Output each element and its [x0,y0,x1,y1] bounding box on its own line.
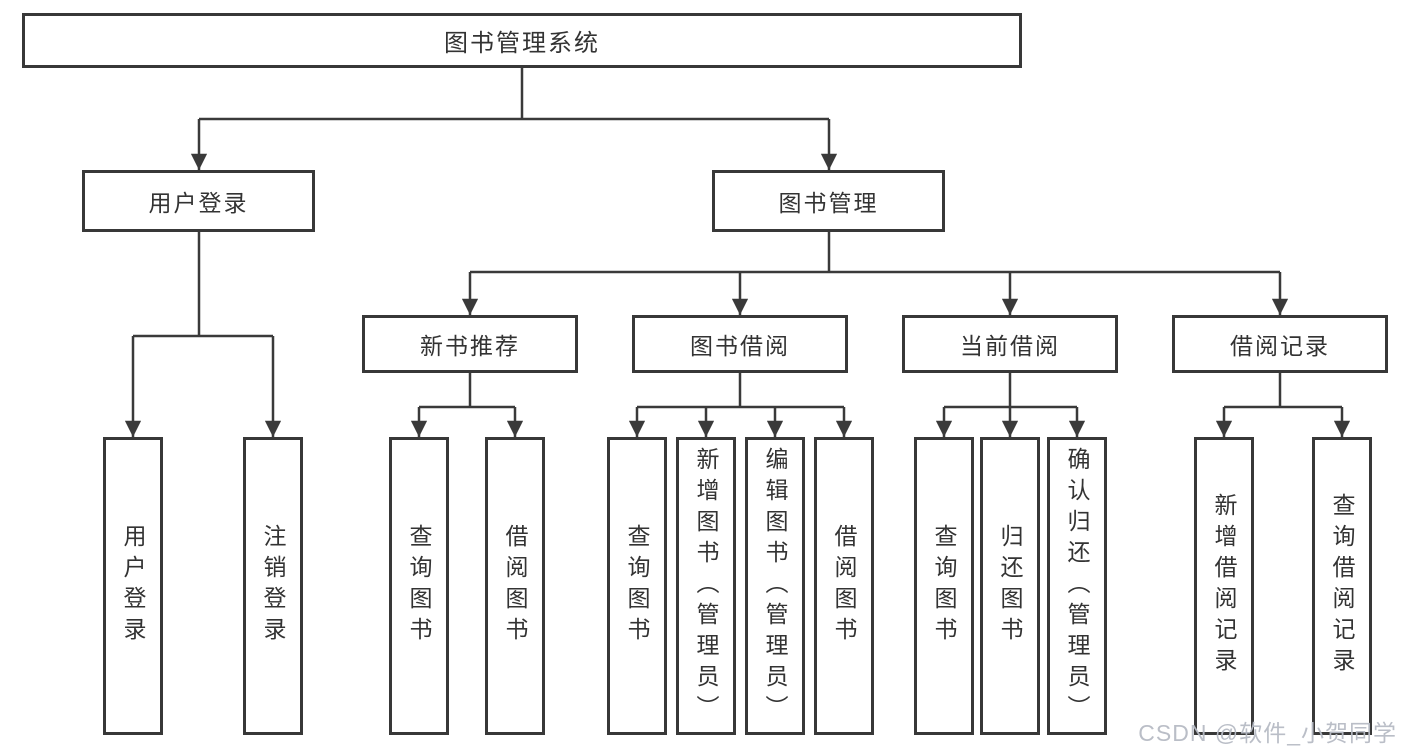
leaf-confirm-return-admin-label: 确认归还（管理员） [1064,446,1090,726]
node-root-label: 图书管理系统 [444,30,600,57]
node-book-borrow: 图书借阅 [632,315,848,373]
node-borrow-records: 借阅记录 [1172,315,1388,373]
leaf-user-login-label: 用户登录 [120,524,146,648]
node-new-book-recommend: 新书推荐 [362,315,578,373]
leaf-return-book-label: 归还图书 [997,524,1023,648]
leaf-query-book-current: 查询图书 [914,437,974,735]
csdn-watermark: CSDN @软件_小贺同学 [1138,720,1397,746]
node-book-borrow-label: 图书借阅 [690,333,790,359]
leaf-borrow-book: 借阅图书 [814,437,874,735]
leaf-query-book-borrow-label: 查询图书 [624,524,650,648]
node-new-book-recommend-label: 新书推荐 [420,333,520,359]
leaf-return-book: 归还图书 [980,437,1040,735]
leaf-borrow-book-recommend: 借阅图书 [485,437,545,735]
leaf-query-book-current-label: 查询图书 [931,524,957,648]
node-user-login: 用户登录 [82,170,315,232]
leaf-query-borrow-record-label: 查询借阅记录 [1329,493,1355,679]
leaf-logout-label: 注销登录 [260,524,286,648]
node-current-borrow-label: 当前借阅 [960,333,1060,359]
leaf-user-login: 用户登录 [103,437,163,735]
leaf-confirm-return-admin: 确认归还（管理员） [1047,437,1107,735]
node-current-borrow: 当前借阅 [902,315,1118,373]
node-user-login-label: 用户登录 [148,190,249,216]
leaf-add-book-admin-label: 新增图书（管理员） [693,446,719,726]
node-book-management-label: 图书管理 [778,190,879,216]
leaf-query-borrow-record: 查询借阅记录 [1312,437,1372,735]
leaf-query-book-recommend: 查询图书 [389,437,449,735]
leaf-logout: 注销登录 [243,437,303,735]
leaf-add-borrow-record-label: 新增借阅记录 [1211,493,1237,679]
leaf-edit-book-admin-label: 编辑图书（管理员） [762,446,788,726]
node-borrow-records-label: 借阅记录 [1230,333,1330,359]
leaf-edit-book-admin: 编辑图书（管理员） [745,437,805,735]
leaf-borrow-book-recommend-label: 借阅图书 [502,524,528,648]
leaf-query-book-borrow: 查询图书 [607,437,667,735]
node-root-system: 图书管理系统 [22,13,1022,68]
node-book-management: 图书管理 [712,170,945,232]
leaf-query-book-recommend-label: 查询图书 [406,524,432,648]
leaf-add-borrow-record: 新增借阅记录 [1194,437,1254,735]
leaf-borrow-book-label: 借阅图书 [831,524,857,648]
leaf-add-book-admin: 新增图书（管理员） [676,437,736,735]
